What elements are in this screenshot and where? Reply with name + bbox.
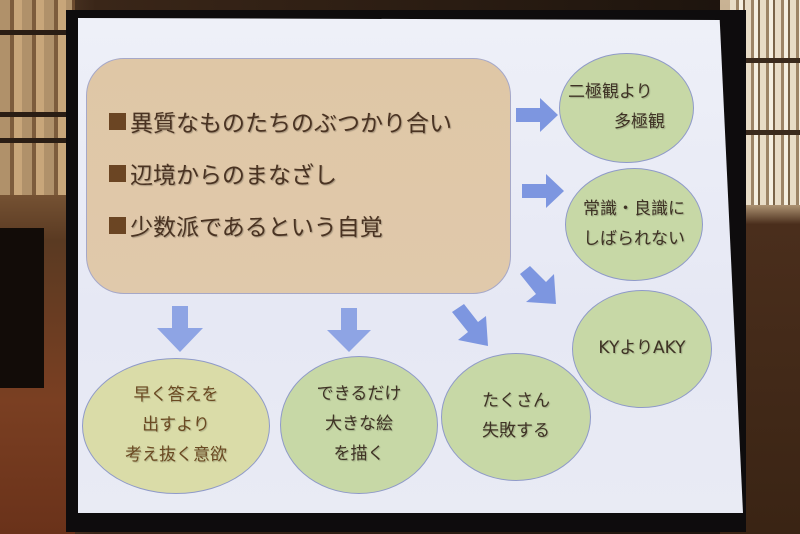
arrow-right-icon <box>522 174 564 212</box>
outcome-ellipse: 早く答えを 出すより 考え抜く意欲 <box>82 358 270 494</box>
outcome-ellipse: たくさん 失敗する <box>441 353 591 481</box>
bullet-item: 異質なものたちのぶつかり合い <box>109 104 452 138</box>
bullet-item: 辺境からのまなざし <box>109 156 337 190</box>
room-wall-left <box>0 0 75 534</box>
bullet-square-icon <box>109 216 126 234</box>
arrow-diagonal-icon <box>516 266 560 310</box>
outcome-ellipse: できるだけ 大きな絵 を描く <box>280 356 438 494</box>
outcome-ellipse: 常識・良識に しばられない <box>565 168 703 281</box>
outcome-ellipse: KYよりAKY <box>572 290 712 408</box>
bullet-square-icon <box>109 164 126 182</box>
arrow-diagonal-icon <box>452 302 494 350</box>
bullet-item: 少数派であるという自覚 <box>109 208 383 242</box>
speaker <box>0 228 44 388</box>
bullet-square-icon <box>109 112 126 130</box>
outcome-ellipse: 二極観より 多極観 <box>559 53 694 163</box>
window-left <box>0 0 72 195</box>
main-points-box: 異質なものたちのぶつかり合い 辺境からのまなざし 少数派であるという自覚 <box>86 58 511 294</box>
arrow-right-icon <box>516 98 558 136</box>
arrow-down-icon <box>327 308 371 356</box>
arrow-down-icon <box>157 306 203 356</box>
